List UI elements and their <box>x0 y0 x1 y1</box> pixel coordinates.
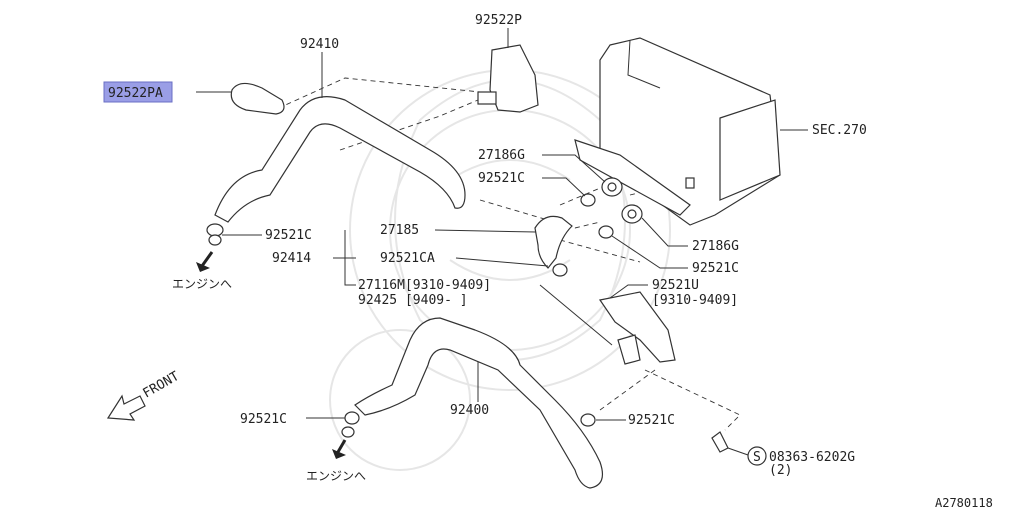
grommet-27186g-right <box>621 204 643 224</box>
label-92521c-left[interactable]: 92521C <box>265 228 312 243</box>
connector-92522pa <box>230 82 285 115</box>
label-sec-270[interactable]: SEC.270 <box>812 123 867 138</box>
label-to-engine-2: エンジンへ <box>306 469 366 483</box>
label-92521c-top[interactable]: 92521C <box>478 171 525 186</box>
label-92521c-lower-right[interactable]: 92521C <box>628 413 675 428</box>
clamp-upper-left <box>206 223 224 246</box>
front-arrow <box>106 394 146 421</box>
clamp-lower-right <box>580 413 596 427</box>
label-front: FRONT <box>141 369 183 402</box>
clamp-lower-left <box>341 411 360 438</box>
label-27185[interactable]: 27185 <box>380 223 419 238</box>
label-92521c-right[interactable]: 92521C <box>692 261 739 276</box>
leader-lines <box>196 28 808 456</box>
valve-92521u <box>598 291 676 365</box>
canister-assembly <box>574 37 781 226</box>
label-92521ca[interactable]: 92521CA <box>380 251 435 266</box>
clamp-top-middle <box>580 193 596 207</box>
label-27186g-right[interactable]: 27186G <box>692 239 739 254</box>
bolt-08363 <box>711 431 729 453</box>
label-92521u-range: [9310-9409] <box>652 293 738 308</box>
label-92410[interactable]: 92410 <box>300 37 339 52</box>
highlight-92522pa <box>103 81 173 103</box>
label-92522pa[interactable]: 92522PA <box>108 86 163 101</box>
label-92400[interactable]: 92400 <box>450 403 489 418</box>
label-bolt-qty: (2) <box>769 463 792 478</box>
label-bolt-code[interactable]: 08363-6202G <box>769 450 855 465</box>
label-92521c-lower-left[interactable]: 92521C <box>240 412 287 427</box>
label-92425[interactable]: 92425 [9409- ] <box>358 293 468 308</box>
label-92521u[interactable]: 92521U <box>652 278 699 293</box>
clamp-right <box>598 225 614 239</box>
hose-27185 <box>534 215 573 269</box>
label-92414[interactable]: 92414 <box>272 251 311 266</box>
figure-code: A2780118 <box>935 496 993 510</box>
hose-92400 <box>354 317 603 489</box>
label-27116m[interactable]: 27116M[9310-9409] <box>358 278 491 293</box>
label-to-engine-1: エンジンへ <box>172 277 232 291</box>
grommet-27186g-top <box>601 177 623 197</box>
arrow-to-engine-2 <box>332 439 347 459</box>
bolt-symbol-circle <box>747 446 767 466</box>
bolt-symbol-letter: S <box>753 450 761 465</box>
valve-92522p <box>477 44 539 113</box>
label-27186g-top[interactable]: 27186G <box>478 148 525 163</box>
arrow-to-engine-1 <box>196 251 214 272</box>
clamp-92521ca <box>552 263 568 277</box>
hose-92410 <box>214 96 466 223</box>
label-92522p[interactable]: 92522P <box>475 13 522 28</box>
